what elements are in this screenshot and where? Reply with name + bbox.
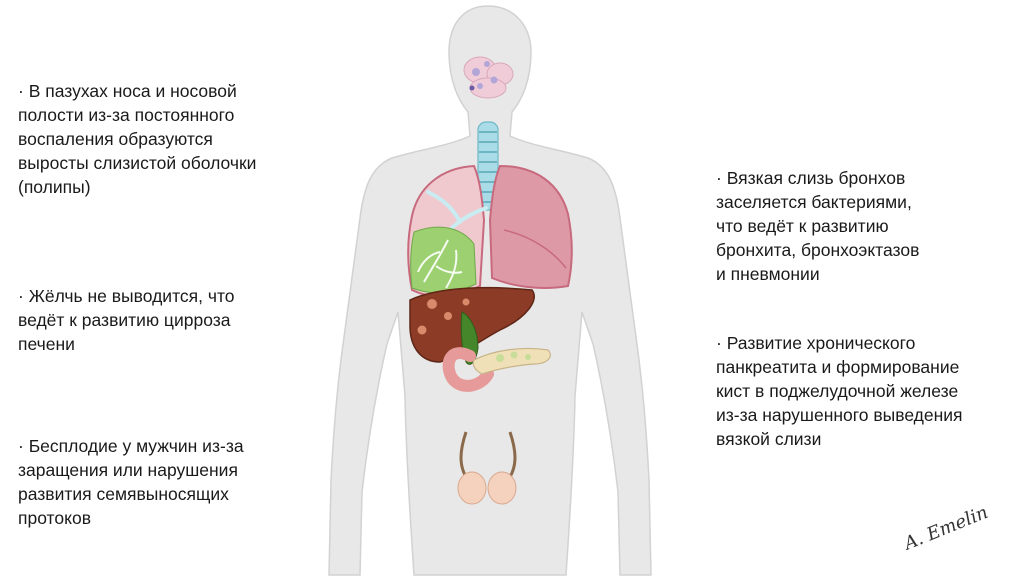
bronchial-tree [412,190,488,272]
male-reproductive-organs [457,431,517,505]
annotation-male-infertility: · Бесплодие у мужчин из-за заращения или… [18,436,244,528]
sinus-cluster [463,56,514,99]
annotation-sinus-polyps: · В пазухах носа и носовой полости из-за… [18,81,257,197]
liver-lesions [417,298,470,335]
artist-signature: A. Emelin [899,502,991,550]
pancreas [472,347,551,375]
bronchi-in-infected-tissue [417,239,463,289]
annotation-bronchial-mucus: · Вязкая слизь бронхов заселяется бактер… [716,168,920,284]
svg-text:A. Emelin: A. Emelin [899,502,991,550]
pancreas-cysts [496,351,531,362]
duodenum [442,347,494,392]
annotation-pancreatitis: · Развитие хронического панкреатита и фо… [716,333,963,449]
annotation-liver-cirrhosis: · Жёлчь не выводится, что ведёт к развит… [18,286,235,354]
infected-lung-tissue [410,226,477,294]
lung-left [488,164,573,289]
